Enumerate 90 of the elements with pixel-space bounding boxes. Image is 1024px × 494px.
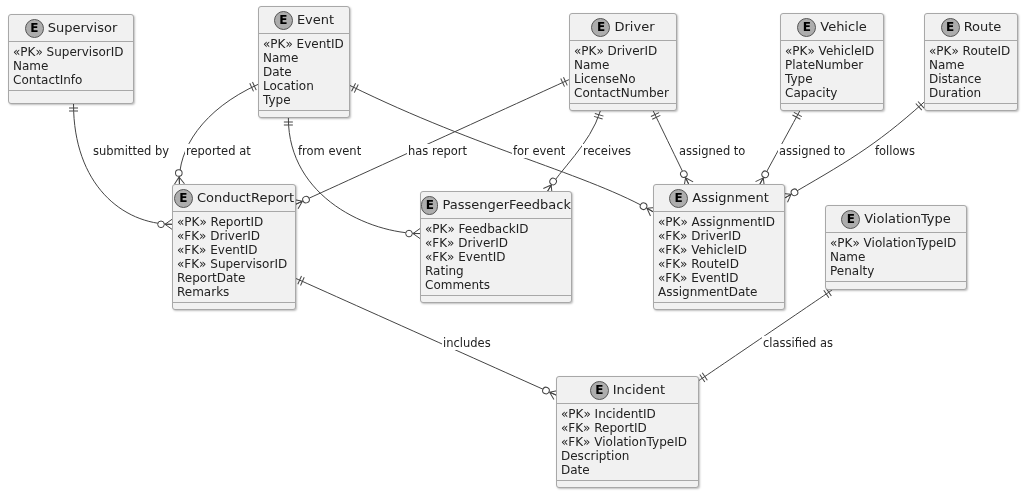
attribute: «PK» ViolationTypeID (830, 236, 958, 250)
edge-label: includes (442, 336, 492, 350)
attribute: «PK» EventID (263, 37, 345, 51)
attribute: Date (263, 65, 293, 79)
entity-box (258, 6, 350, 118)
attribute: Name (574, 58, 611, 72)
attribute: Name (263, 51, 300, 65)
edge-label: submitted by (92, 144, 171, 158)
entity-box (172, 184, 296, 310)
entity-box (556, 376, 699, 488)
entity-type-marker: E (669, 188, 689, 208)
entity-box (924, 13, 1018, 111)
edge-label: has report (407, 144, 469, 158)
attribute: Type (263, 93, 292, 107)
attribute: Name (830, 250, 867, 264)
attribute: AssignmentDate (658, 285, 759, 299)
attribute: Type (785, 72, 814, 86)
attribute: «PK» IncidentID (561, 407, 657, 421)
entity-box (420, 191, 572, 303)
attribute: Name (929, 58, 966, 72)
attribute: Comments (425, 278, 492, 292)
relationship-line (698, 288, 833, 383)
entity-name: Route (963, 18, 1002, 37)
edge-label: reported at (185, 144, 252, 158)
relationship-line (173, 81, 259, 185)
attribute: «PK» FeedbackID (425, 222, 530, 236)
attribute: «PK» DriverID (574, 44, 659, 58)
entity-type-marker: E (24, 18, 44, 38)
attribute: «FK» ViolationTypeID (561, 435, 688, 449)
attribute: Description (561, 449, 631, 463)
attribute: «FK» SupervisorID (177, 257, 289, 271)
attribute: «FK» DriverID (658, 229, 742, 243)
attribute: ContactInfo (13, 73, 84, 87)
edge-label: follows (874, 144, 916, 158)
attribute: «PK» VehicleID (785, 44, 876, 58)
entity-box (653, 184, 785, 310)
entity-type-marker: E (589, 380, 609, 400)
attribute: «PK» AssignmentID (658, 215, 777, 229)
attribute: «PK» ReportID (177, 215, 265, 229)
entity-type-marker: E (173, 188, 193, 208)
attribute: «FK» EventID (658, 271, 740, 285)
entity-type-marker: E (273, 10, 293, 30)
attribute: PlateNumber (785, 58, 865, 72)
attribute: Distance (929, 72, 983, 86)
entity-name: ConductReport (196, 189, 295, 208)
entity-type-marker: E (797, 17, 817, 37)
edge-label: from event (297, 144, 363, 158)
edge-label: assigned to (678, 144, 747, 158)
attribute: «PK» SupervisorID (13, 45, 125, 59)
entity-box (8, 14, 134, 104)
attribute: ReportDate (177, 271, 247, 285)
edge-label: for event (512, 144, 567, 158)
entity-type-marker: E (421, 195, 439, 215)
attribute: «FK» ReportID (561, 421, 648, 435)
attribute: Duration (929, 86, 983, 100)
attribute: «FK» RouteID (658, 257, 740, 271)
attribute: Date (561, 463, 591, 477)
entity-box (780, 13, 884, 111)
entity-name: Event (296, 11, 335, 30)
edge-label: receives (582, 144, 633, 158)
attribute: Name (13, 59, 50, 73)
entity-name: PassengerFeedback (442, 196, 571, 215)
entity-name: ViolationType (864, 210, 951, 229)
entity-name: Incident (612, 381, 666, 400)
attribute: Capacity (785, 86, 839, 100)
entity-type-marker: E (591, 17, 611, 37)
attribute: Penalty (830, 264, 876, 278)
edge-label: classified as (762, 336, 835, 350)
entity-name: Assignment (692, 189, 769, 208)
attribute: LicenseNo (574, 72, 637, 86)
attribute: «FK» EventID (177, 243, 259, 257)
attribute: Rating (425, 264, 465, 278)
edge-label: assigned to (778, 144, 847, 158)
attribute: ContactNumber (574, 86, 670, 100)
entity-box (569, 13, 677, 111)
attribute: Location (263, 79, 315, 93)
entity-type-marker: E (940, 17, 960, 37)
entity-name: Vehicle (820, 18, 867, 37)
entity-name: Supervisor (47, 19, 118, 38)
entity-box (825, 205, 967, 290)
attribute: «FK» EventID (425, 250, 507, 264)
relationship-line (69, 103, 173, 230)
attribute: Remarks (177, 285, 231, 299)
relationship-line (284, 117, 421, 240)
attribute: «FK» DriverID (425, 236, 509, 250)
entity-name: Driver (614, 18, 655, 37)
entity-type-marker: E (841, 209, 861, 229)
attribute: «FK» VehicleID (658, 243, 748, 257)
attribute: «FK» DriverID (177, 229, 261, 243)
attribute: «PK» RouteID (929, 44, 1012, 58)
